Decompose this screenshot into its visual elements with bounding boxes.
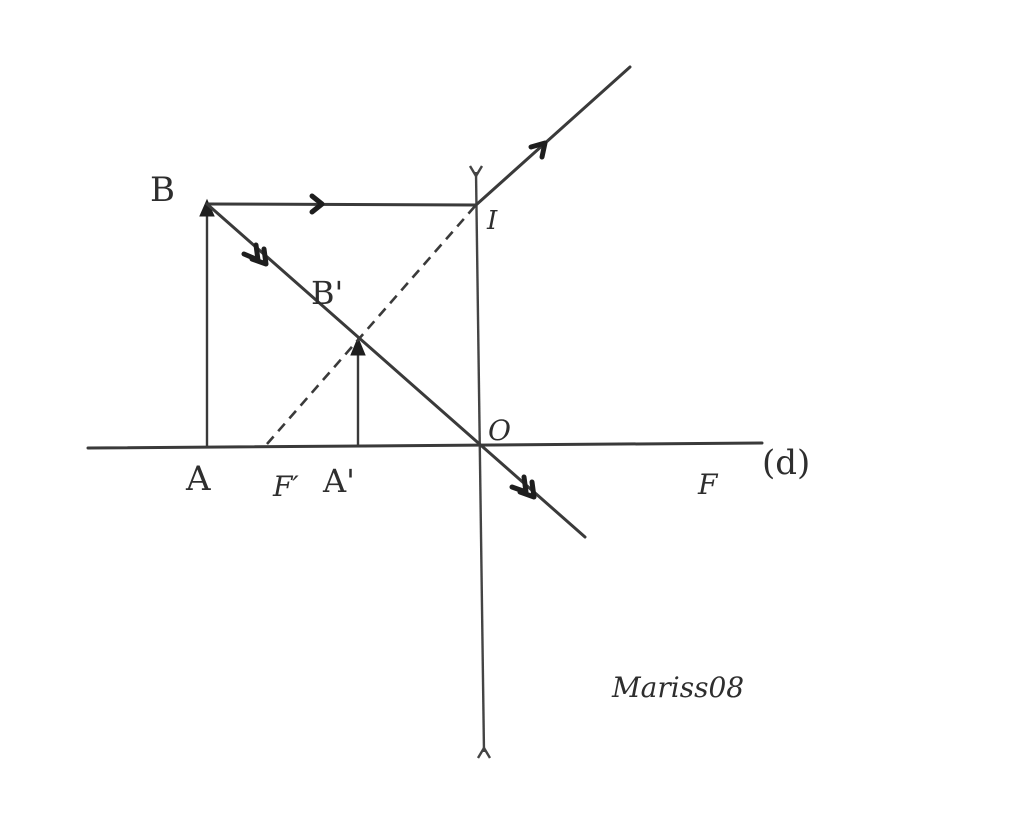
label-O: O [488,414,511,447]
virtual-ray-extension [266,204,477,445]
refracted-ray-arrow-icon [528,140,548,160]
label-B-prime: B' [311,274,343,312]
ray-through-centre [205,202,587,539]
lens-top-tip-icon [468,165,484,179]
lens-bottom-tip-icon [476,745,492,759]
ray-B-to-I [205,202,478,207]
centre-ray-arrow-icon-4 [517,479,537,500]
refracted-ray-from-I [474,65,632,207]
axis-label-d: (d) [762,443,810,483]
label-F: F [697,468,719,501]
image-arrowhead-icon [350,336,366,356]
label-B: B [150,170,175,210]
diverging-lens [474,171,486,753]
ray-direction-arrow-icon [309,193,325,215]
optical-axis [86,441,764,450]
centre-ray-arrow-icon-2 [249,246,269,267]
label-I: I [486,206,498,236]
label-A: A [185,459,211,499]
signature-text: Mariss08 [611,671,744,704]
label-F-prime: F′ [272,470,299,503]
label-A-prime: A' [322,462,355,500]
